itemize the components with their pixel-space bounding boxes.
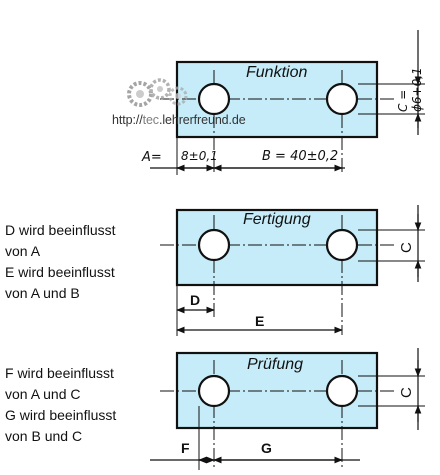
hole: [325, 228, 359, 262]
dim-a-label: A=: [142, 150, 162, 165]
watermark-url: http://tec.lehrerfreund.de: [112, 113, 246, 127]
plate-funktion: [150, 30, 425, 175]
note-line: von A und C: [5, 386, 81, 402]
dim-a-value: 8±0,1: [181, 149, 218, 163]
plate-fertigung: [160, 205, 425, 336]
note-line: von A und B: [5, 285, 80, 301]
dim-g-label: G: [261, 440, 272, 456]
note-line: von A: [5, 243, 41, 259]
dim-f-label: F: [181, 440, 190, 456]
plate-pruefung: [150, 348, 425, 470]
dim-c-label: C = ϕ6+0,1: [396, 67, 424, 112]
dim-e-label: E: [255, 313, 265, 329]
plate-title-funktion: Funktion: [246, 64, 308, 81]
dim-c-label-2: C: [398, 242, 415, 253]
note-line: D wird beeinflusst: [5, 222, 116, 238]
notes-fertigung: D wird beeinflusst von A E wird beeinflu…: [5, 220, 116, 304]
note-line: G wird beeinflusst: [5, 407, 117, 423]
dim-b-label: B = 40±0,2: [262, 149, 339, 164]
hole: [325, 82, 359, 116]
hole: [197, 374, 231, 408]
notes-pruefung: F wird beeinflusst von A und C G wird be…: [5, 363, 116, 447]
lehrerfreund-logo: [127, 78, 188, 107]
note-line: E wird beeinflusst: [5, 264, 115, 280]
hole: [325, 374, 359, 408]
plate-title-pruefung: Prüfung: [247, 356, 304, 373]
note-line: F wird beeinflusst: [5, 365, 114, 381]
plate-title-fertigung: Fertigung: [243, 211, 311, 228]
dim-c-label-3: C: [398, 387, 415, 398]
hole: [197, 82, 231, 116]
hole: [197, 228, 231, 262]
note-line: von B und C: [5, 428, 83, 444]
dim-d-label: D: [190, 292, 201, 308]
